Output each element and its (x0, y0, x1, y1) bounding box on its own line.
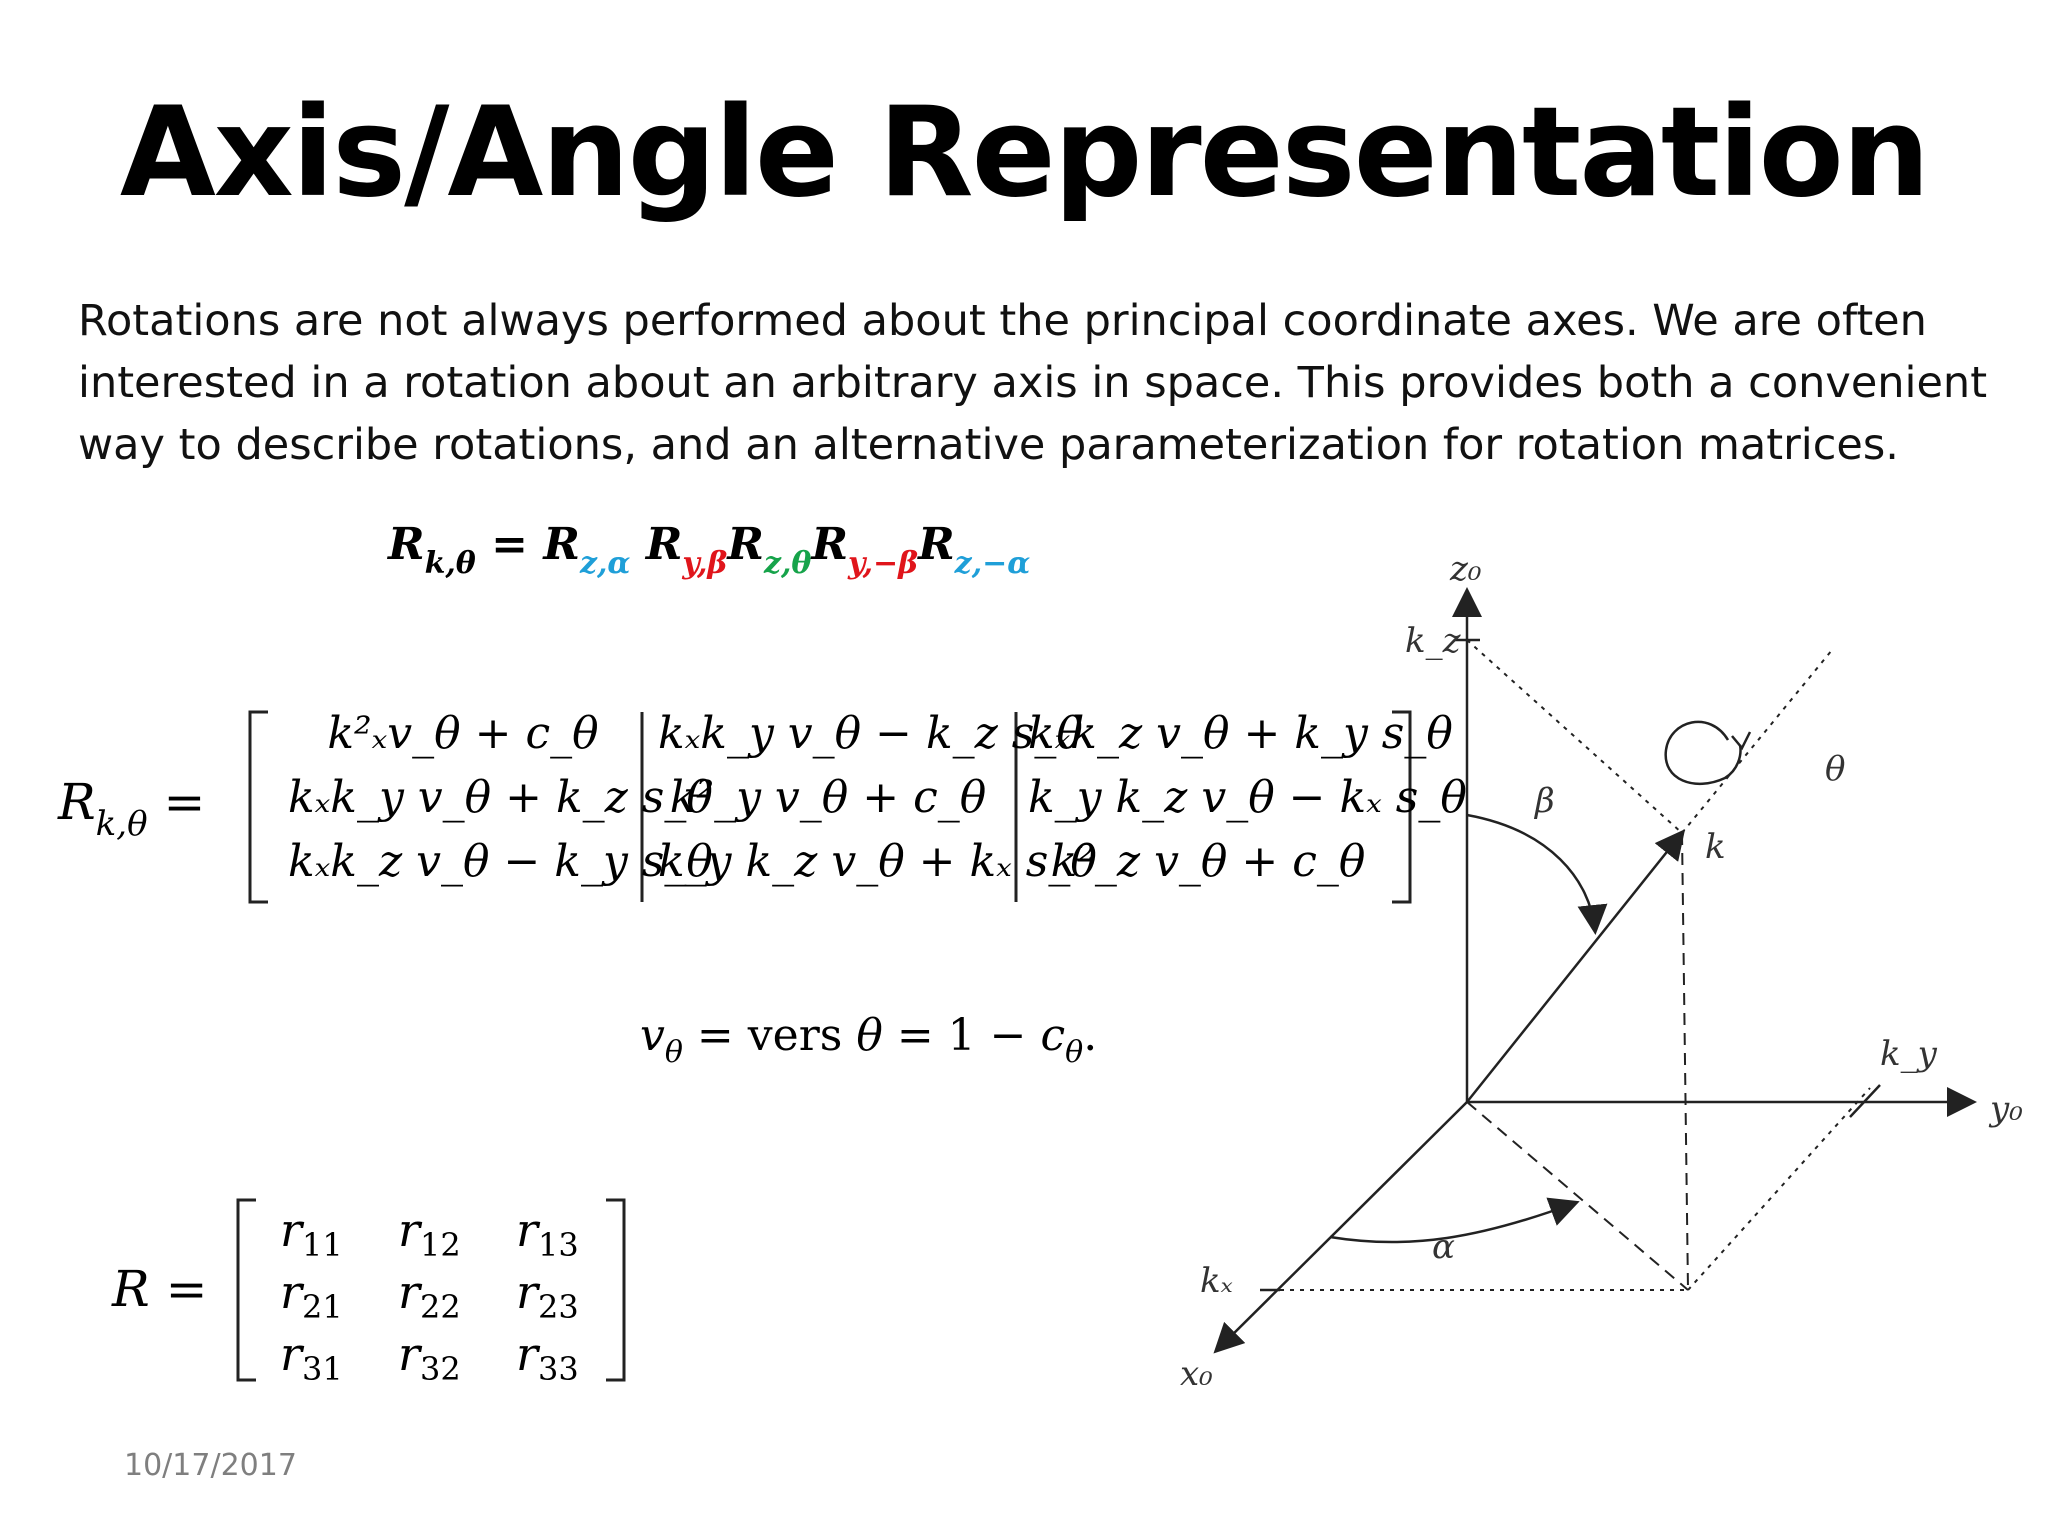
matrix-cell: k_y k_z v_θ + kₓ s_θ (658, 836, 1097, 887)
factor-1: R (543, 519, 580, 570)
k-vertical-drop (1681, 832, 1689, 1291)
matrix-entry: r22 (398, 1265, 461, 1326)
theta-arrowhead (1731, 731, 1752, 751)
matrix-entry: r31 (280, 1327, 343, 1388)
eq-lhs: R (388, 519, 425, 570)
rm-lhs-symbol: R (58, 773, 96, 831)
factor-4: R (811, 519, 849, 570)
vers-v: v (640, 1010, 665, 1061)
matrix-cell: k²_y v_θ + c_θ (669, 772, 987, 823)
theta-rotation-arrow (1664, 720, 1742, 786)
r-matrix-right-bracket (606, 1198, 626, 1382)
big-matrix-left-bracket (248, 710, 268, 904)
body-line-3: way to describe rotations, and an altern… (78, 420, 1899, 470)
factor-5-sub: z,−α (954, 546, 1031, 581)
factor-3-sub: z,θ (763, 546, 812, 581)
vers-eq2: = 1 − (896, 1010, 1027, 1061)
kx-label: kₓ (1200, 1261, 1233, 1301)
rm-lhs-sub: k,θ (95, 804, 148, 844)
k-label: k (1705, 827, 1726, 867)
factor-2-sub: y,β (682, 546, 728, 581)
matrix-cell: k²ₓv_θ + c_θ (327, 708, 599, 759)
matrix-cell: kₓk_z v_θ + k_y s_θ (1028, 708, 1453, 759)
r-matrix-left-bracket (236, 1198, 256, 1382)
gm-equals: = (165, 1260, 208, 1318)
slide-title: Axis/Angle Representation (119, 81, 1930, 225)
eq-lhs-sub: k,θ (424, 546, 476, 581)
z0-label: z₀ (1449, 549, 1482, 589)
vers-equation: vθ = vers θ = 1 − cθ. (640, 1010, 1097, 1070)
beta-arc (1466, 813, 1608, 935)
generic-matrix: R = r11 r12 r13 r21 r22 r23 r31 r32 r33 (112, 1195, 652, 1395)
matrix-entry: r32 (398, 1327, 461, 1388)
ky-projection (1687, 1087, 1871, 1291)
big-matrix-right-bracket (1392, 710, 1412, 904)
matrix-cell: kₓk_z v_θ − k_y s_θ (288, 836, 713, 887)
matrix-cell: kₓk_y v_θ − k_z s_θ (658, 708, 1083, 759)
body-line-1: Rotations are not always performed about… (78, 296, 1927, 346)
vers-v-sub: θ (664, 1035, 683, 1070)
composition-equation: Rk,θ = Rz,α Ry,βRz,θRy,−βRz,−α (388, 515, 1030, 594)
matrix-entry: r21 (280, 1265, 343, 1326)
beta-label: β (1533, 781, 1555, 821)
x0-axis (1213, 1101, 1468, 1354)
matrix-entry: r12 (398, 1203, 461, 1264)
eq-equals: = (491, 519, 529, 570)
factor-1-sub: z,α (579, 546, 631, 581)
slide-date: 10/17/2017 (124, 1448, 297, 1483)
vers-word: vers (747, 1010, 843, 1061)
matrix-cell: k²_z v_θ + c_θ (1050, 836, 1366, 887)
body-paragraph: Rotations are not always performed about… (78, 290, 1988, 476)
vers-eq1: = (696, 1010, 734, 1061)
vers-dot: . (1083, 1010, 1098, 1061)
generic-matrix-lhs: R = (112, 1260, 207, 1318)
vers-c-sub: θ (1065, 1035, 1084, 1070)
matrix-entry: r13 (516, 1203, 579, 1264)
matrix-entry: r11 (280, 1203, 343, 1264)
rotation-matrix: Rk,θ = k²ₓv_θ + c_θ kₓk_y v_θ − k_z s_θ … (58, 708, 1467, 908)
factor-3: R (727, 519, 764, 570)
kz-projection (1466, 639, 1683, 834)
x0-label: x₀ (1180, 1354, 1213, 1394)
vers-theta: θ (856, 1010, 883, 1061)
ky-label: k_y (1880, 1034, 1938, 1074)
vers-c: c (1040, 1010, 1066, 1061)
factor-4-sub: y,−β (848, 546, 919, 581)
ky-tick (1849, 1084, 1881, 1118)
k-axis-extension (1681, 649, 1833, 834)
matrix-cell: kₓk_y v_θ + k_z s_θ (288, 772, 713, 823)
k-vector (1466, 829, 1686, 1103)
alpha-arc (1329, 1197, 1580, 1244)
factor-5: R (918, 519, 955, 570)
gm-lhs-symbol: R (112, 1260, 150, 1318)
matrix-entry: r23 (516, 1265, 579, 1326)
rm-equals: = (163, 773, 206, 831)
alpha-label: α (1432, 1227, 1455, 1267)
kz-label: k_z (1405, 621, 1462, 661)
body-line-2: interested in a rotation about an arbitr… (78, 358, 1988, 408)
factor-2: R (645, 519, 683, 570)
rotation-matrix-lhs: Rk,θ = (58, 773, 205, 844)
matrix-entry: r33 (516, 1327, 579, 1388)
k-ground-projection (1466, 1101, 1689, 1291)
y0-label: y₀ (1988, 1089, 2023, 1129)
axis-angle-diagram: z₀ k_z θ β k k_y y₀ α kₓ x₀ (1180, 549, 2023, 1394)
theta-label: θ (1825, 749, 1845, 789)
